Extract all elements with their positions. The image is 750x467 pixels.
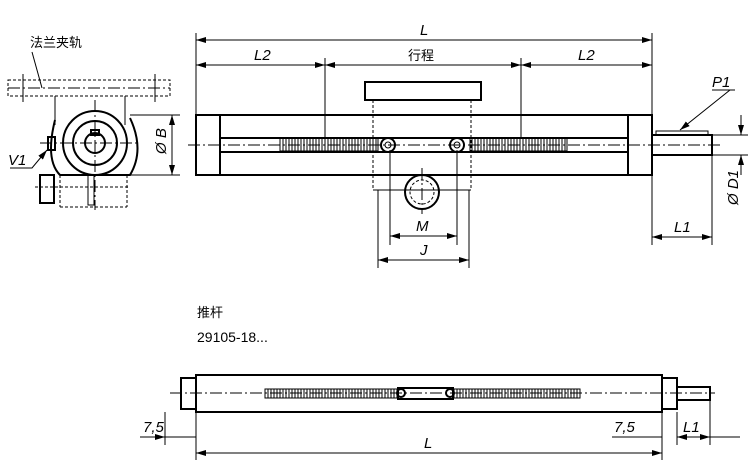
flange-rail-label: 法兰夹轨 [30,35,82,50]
v1-label: V1 [8,152,26,169]
side-view: 法兰夹轨 V1 Ø B [7,35,180,210]
push-rod-title: 推杆 [197,305,223,320]
dim-l2-right: L2 [578,47,595,64]
bottom-view: 推杆 29105-18... 7,5 7,5 L1 L [140,305,740,460]
stroke-label: 行程 [408,48,434,63]
part-number: 29105-18... [197,329,268,345]
dim-l-bottom: L [424,435,432,452]
dim-l: L [420,22,428,39]
dim-j: J [419,242,428,259]
dim-l2-left: L2 [254,47,271,64]
dim-d1: Ø D1 [725,170,742,206]
dim-m: M [416,218,429,235]
p1-label: P1 [712,74,730,91]
top-view: L L2 行程 L2 P1 Ø D1 M J L1 [188,22,748,268]
dim-l1: L1 [674,219,691,236]
diameter-b-label: Ø B [153,128,170,155]
offset-left: 7,5 [143,419,165,436]
offset-right: 7,5 [614,419,636,436]
dim-l1-bottom: L1 [683,419,700,436]
